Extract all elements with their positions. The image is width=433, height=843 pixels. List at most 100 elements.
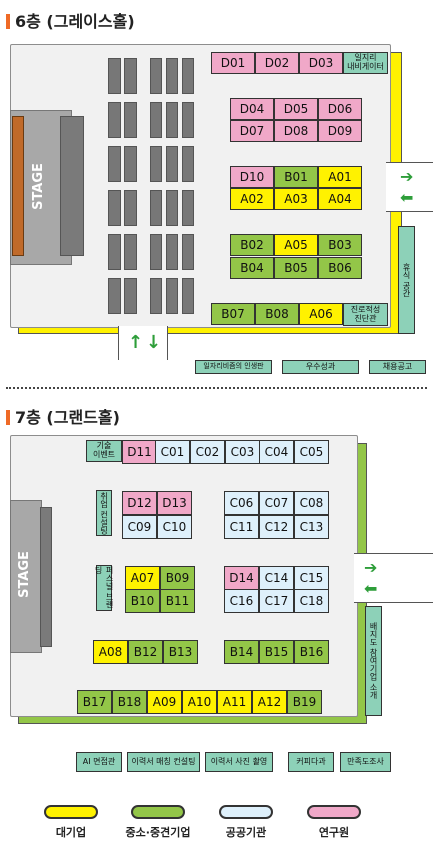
arrow-right-icon: ➔ bbox=[364, 558, 378, 577]
booth-c13: C13 bbox=[294, 515, 329, 539]
seat-block bbox=[182, 278, 194, 314]
booth-b14: B14 bbox=[224, 640, 259, 664]
booth-d05: D05 bbox=[274, 98, 318, 120]
floor7-stage: STAGE bbox=[10, 500, 42, 653]
seat-block bbox=[150, 102, 162, 138]
arrow-left-icon: ⬅ bbox=[400, 188, 414, 207]
booth-a08: A08 bbox=[93, 640, 128, 664]
booth-a03: A03 bbox=[274, 188, 318, 210]
booth-c10: C10 bbox=[157, 515, 192, 539]
booth-c01: C01 bbox=[155, 440, 190, 464]
booth-b11: B11 bbox=[160, 589, 195, 613]
booth-b09: B09 bbox=[160, 566, 195, 590]
career-diagnosis-label: 진로적성 진단관 bbox=[343, 303, 388, 326]
booth-c04: C04 bbox=[259, 440, 294, 464]
booth-c18: C18 bbox=[294, 589, 329, 613]
seat-block bbox=[166, 190, 178, 226]
booth-b02: B02 bbox=[230, 234, 274, 256]
seat-block bbox=[108, 234, 121, 270]
arrow-down-icon: ↓ bbox=[146, 332, 162, 353]
legend-label: 연구원 bbox=[318, 826, 350, 839]
legend-swatch bbox=[44, 805, 98, 819]
booth-a06: A06 bbox=[299, 303, 343, 325]
booth-c09: C09 bbox=[122, 515, 157, 539]
seat-block bbox=[150, 190, 162, 226]
seat-block bbox=[108, 146, 121, 182]
booth-d12: D12 bbox=[122, 491, 157, 515]
seat-block bbox=[150, 146, 162, 182]
seat-block bbox=[182, 234, 194, 270]
seat-block bbox=[166, 278, 178, 314]
arrow-right-icon: ➔ bbox=[400, 167, 414, 186]
arrow-left-icon: ⬅ bbox=[364, 579, 378, 598]
seat-block bbox=[108, 278, 121, 314]
booth-d10: D10 bbox=[230, 166, 274, 188]
booth-d14: D14 bbox=[224, 566, 259, 590]
booth-b01: B01 bbox=[274, 166, 318, 188]
floor-divider bbox=[6, 387, 427, 389]
booth-b17: B17 bbox=[77, 690, 112, 714]
booth-b05: B05 bbox=[274, 257, 318, 279]
seat-block bbox=[150, 278, 162, 314]
floor6-title: 6층 (그레이스홀) bbox=[6, 8, 135, 32]
seat-block bbox=[124, 146, 137, 182]
booth-c16: C16 bbox=[224, 589, 259, 613]
floor6-stage-back bbox=[60, 116, 84, 256]
seat-block bbox=[166, 234, 178, 270]
booth-b03: B03 bbox=[318, 234, 362, 256]
booth-c05: C05 bbox=[294, 440, 329, 464]
booth-b16: B16 bbox=[294, 640, 329, 664]
seat-block bbox=[182, 58, 194, 94]
booth-a09: A09 bbox=[147, 690, 182, 714]
booth-b04: B04 bbox=[230, 257, 274, 279]
booth-b06: B06 bbox=[318, 257, 362, 279]
survey-label: 만족도조사 bbox=[340, 752, 391, 772]
seat-block bbox=[124, 58, 137, 94]
booth-b15: B15 bbox=[259, 640, 294, 664]
booth-a05: A05 bbox=[274, 234, 318, 256]
booth-a02: A02 bbox=[230, 188, 274, 210]
booth-d04: D04 bbox=[230, 98, 274, 120]
booth-c06: C06 bbox=[224, 491, 259, 515]
seat-block bbox=[166, 146, 178, 182]
booth-d13: D13 bbox=[157, 491, 192, 515]
booth-b10: B10 bbox=[125, 589, 160, 613]
seat-block bbox=[150, 58, 162, 94]
floor6-stage-front bbox=[12, 116, 24, 256]
legend-label: 중소·중견기업 bbox=[125, 826, 191, 839]
seat-block bbox=[108, 102, 121, 138]
legend-swatch bbox=[131, 805, 185, 819]
booth-c15: C15 bbox=[294, 566, 329, 590]
seat-block bbox=[166, 102, 178, 138]
seat-block bbox=[150, 234, 162, 270]
booth-d06: D06 bbox=[318, 98, 362, 120]
resume-photo-label: 이력서 사진 촬영 bbox=[205, 752, 273, 772]
booth-a12: A12 bbox=[252, 690, 287, 714]
resume-consulting-label: 이력서 매칭 컨설팅 bbox=[127, 752, 200, 772]
seat-block bbox=[182, 146, 194, 182]
tech-event-label: 기술 이벤트 bbox=[86, 440, 122, 462]
booth-d03: D03 bbox=[299, 52, 343, 74]
rest-area-label: 휴식 공간 bbox=[398, 226, 415, 334]
booth-b19: B19 bbox=[287, 690, 322, 714]
booth-c03: C03 bbox=[225, 440, 260, 464]
booth-c12: C12 bbox=[259, 515, 294, 539]
booth-d08: D08 bbox=[274, 120, 318, 142]
floor7-title: 7층 (그랜드홀) bbox=[6, 404, 120, 428]
booth-b18: B18 bbox=[112, 690, 147, 714]
floor7-right-entrance: ➔ ⬅ bbox=[354, 553, 433, 603]
booth-a01: A01 bbox=[318, 166, 362, 188]
booth-c11: C11 bbox=[224, 515, 259, 539]
bottom-label-1: 일자리비즘의 인생판 bbox=[195, 360, 272, 374]
booth-c17: C17 bbox=[259, 589, 294, 613]
floor7-stage-back bbox=[40, 507, 52, 647]
booth-a10: A10 bbox=[182, 690, 217, 714]
seat-block bbox=[108, 58, 121, 94]
seat-block bbox=[124, 278, 137, 314]
booth-d07: D07 bbox=[230, 120, 274, 142]
booth-a07: A07 bbox=[125, 566, 160, 590]
booth-d09: D09 bbox=[318, 120, 362, 142]
floor6-bottom-entrance: ↑ ↓ bbox=[118, 326, 168, 360]
seat-block bbox=[108, 190, 121, 226]
seat-block bbox=[124, 102, 137, 138]
